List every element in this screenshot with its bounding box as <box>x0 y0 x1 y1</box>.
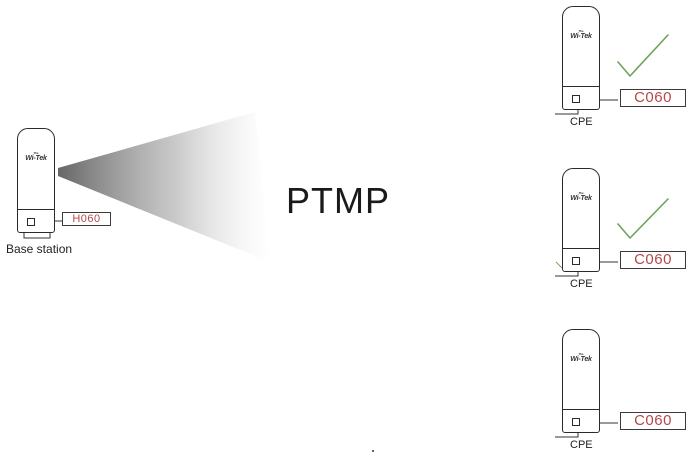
cpe-3-label: CPE <box>570 439 593 451</box>
cpe-3-code: C060 <box>620 412 686 430</box>
signal-beam <box>58 112 270 262</box>
base-station-device: The Wi-Tek <box>17 128 55 233</box>
base-station-label: Base station <box>6 242 73 256</box>
check-icon <box>617 34 669 77</box>
check-icon <box>617 198 669 239</box>
stray-mark <box>555 261 563 269</box>
stray-dot <box>372 450 374 452</box>
cpe-device-3: The Wi-Tek <box>562 329 600 433</box>
wi-tek-logo: The Wi-Tek <box>25 151 47 162</box>
diagram-title: PTMP <box>286 180 391 221</box>
cpe-device-2: The Wi-Tek <box>562 168 600 272</box>
ethernet-port-icon <box>572 95 580 103</box>
wi-tek-logo: The Wi-Tek <box>570 191 592 202</box>
base-station-code: H060 <box>62 212 111 226</box>
cpe-1-label: CPE <box>570 116 593 128</box>
ethernet-port-icon <box>572 418 580 426</box>
ethernet-port-icon <box>572 257 580 265</box>
ethernet-port-icon <box>27 218 35 226</box>
wi-tek-logo: The Wi-Tek <box>570 352 592 363</box>
cpe-2-label: CPE <box>570 278 593 290</box>
cpe-2-code: C060 <box>620 251 686 269</box>
wi-tek-logo: The Wi-Tek <box>570 29 592 40</box>
cpe-device-1: The Wi-Tek <box>562 6 600 110</box>
cpe-1-code: C060 <box>620 89 686 107</box>
